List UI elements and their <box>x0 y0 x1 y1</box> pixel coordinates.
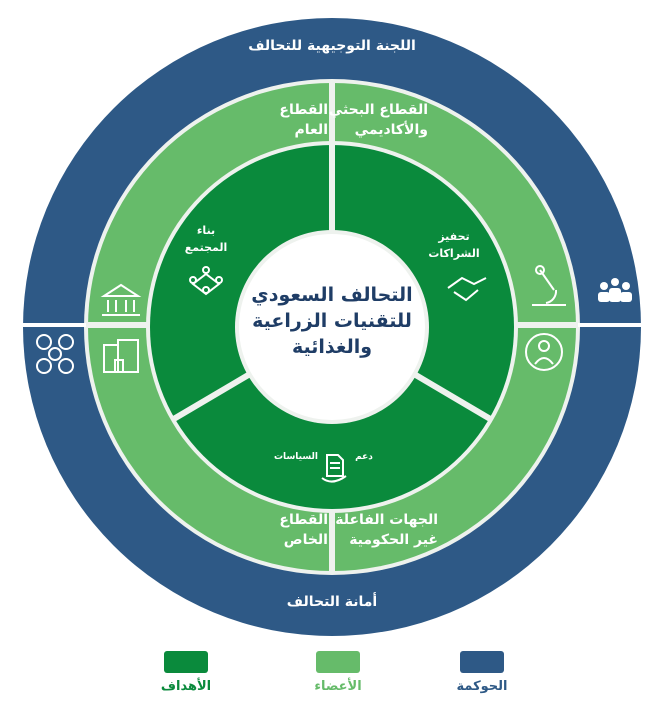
buildings-icon <box>103 339 139 373</box>
team-icon <box>598 278 632 302</box>
member-ngo: الجهات الفاعلة غير الحكومية <box>335 510 438 550</box>
label: الخاص <box>283 532 328 548</box>
goal-policy-support-2: السياسات <box>274 452 318 462</box>
alliance-title: التحالف السعودي للتقنيات الزراعية والغذا… <box>232 282 432 360</box>
label: القطاع البحثي <box>328 102 428 118</box>
steering-committee-label: اللجنة التوجيهية للتحالف <box>248 38 416 54</box>
legend-label-members: الأعضاء <box>314 679 362 694</box>
global-person-icon <box>525 333 563 371</box>
title-line: التحالف السعودي <box>251 284 413 306</box>
policy-document-icon <box>321 454 347 483</box>
label: الشراكات <box>428 247 480 260</box>
label: بناء <box>196 224 216 237</box>
legend-label-goals: الأهداف <box>160 679 212 694</box>
handshake-icon <box>447 276 487 302</box>
goal-community-building: بناء المجتمع <box>176 222 236 256</box>
community-icon <box>189 266 223 296</box>
label: والأكاديمي <box>354 122 428 138</box>
member-private-sector: القطاع الخاص <box>258 510 328 550</box>
member-research-academic: القطاع البحثي والأكاديمي <box>328 100 428 140</box>
label: العام <box>294 122 328 138</box>
divider <box>412 371 494 423</box>
legend-swatch-goals <box>164 651 208 673</box>
goal-partnerships: تحفيز الشراكات <box>424 228 484 262</box>
microscope-icon <box>532 265 566 306</box>
label: غير الحكومية <box>349 532 438 548</box>
legend-label-governance: الحوكمة <box>456 679 508 694</box>
label: القطاع <box>279 102 328 118</box>
label: القطاع <box>279 512 328 528</box>
bank-icon <box>100 283 142 316</box>
goal-policy-support-1: دعم <box>355 452 373 462</box>
secretariat-label: أمانة التحالف <box>286 594 378 610</box>
label: تحفيز <box>438 230 470 243</box>
legend-swatch-members <box>316 651 360 673</box>
divider <box>170 371 252 423</box>
title-line: للتقنيات الزراعية <box>252 310 412 332</box>
center-circle <box>239 234 425 420</box>
services-network-icon <box>36 334 74 374</box>
title-line: والغذائية <box>291 336 373 358</box>
label: المجتمع <box>184 241 228 254</box>
legend-swatch-governance <box>460 651 504 673</box>
member-public-sector: القطاع العام <box>258 100 328 140</box>
label: الجهات الفاعلة <box>335 512 438 528</box>
